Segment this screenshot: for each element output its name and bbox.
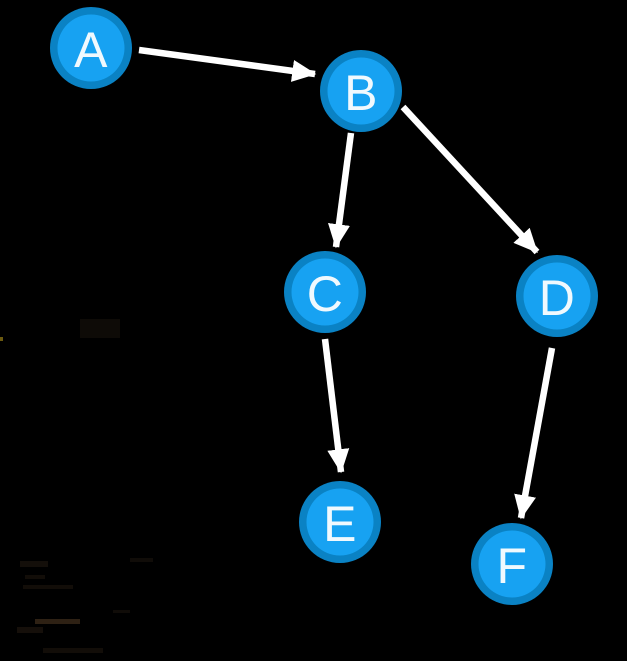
node-label-E: E xyxy=(323,496,357,552)
node-fill-F xyxy=(478,530,546,598)
node-label-F: F xyxy=(496,538,527,594)
edge-C-E xyxy=(321,338,350,474)
graph-node-D[interactable]: D xyxy=(516,255,598,337)
node-label-C: C xyxy=(307,266,344,322)
node-fill-B xyxy=(327,57,395,125)
node-fill-D xyxy=(523,262,591,330)
graph-node-A[interactable]: A xyxy=(50,7,132,89)
edge-A-B xyxy=(138,46,317,82)
node-fill-E xyxy=(306,488,374,556)
node-label-D: D xyxy=(539,270,576,326)
node-label-B: B xyxy=(344,65,378,121)
edge-B-C xyxy=(328,132,355,249)
edge-B-D xyxy=(400,104,540,255)
node-fill-A xyxy=(57,14,125,82)
graph-node-B[interactable]: B xyxy=(320,50,402,132)
edge-D-F xyxy=(514,347,556,520)
node-fill-C xyxy=(291,258,359,326)
graph-node-E[interactable]: E xyxy=(299,481,381,563)
graph-node-F[interactable]: F xyxy=(471,523,553,605)
graph-node-C[interactable]: C xyxy=(284,251,366,333)
node-label-A: A xyxy=(74,22,108,78)
